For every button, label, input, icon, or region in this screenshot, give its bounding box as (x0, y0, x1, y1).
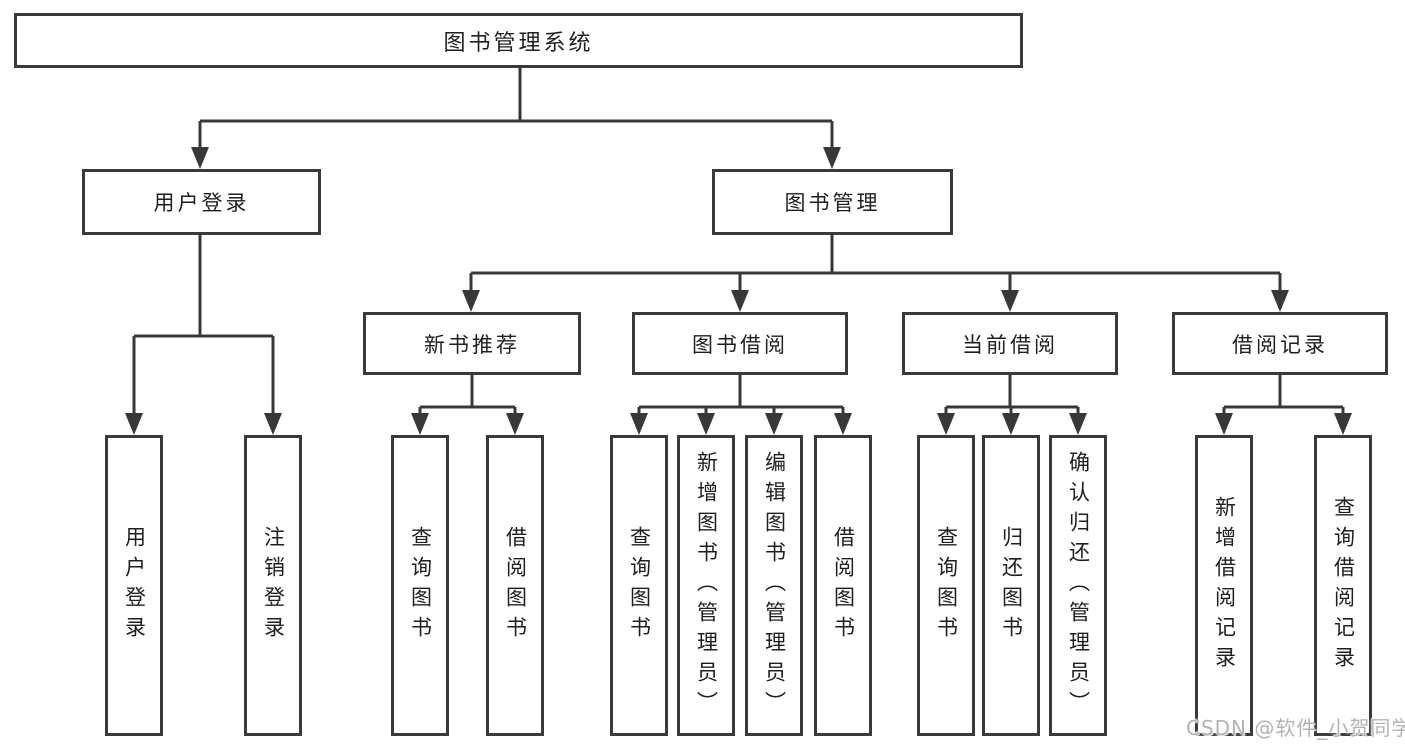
leaf-user-login: 用户登录 (105, 435, 163, 736)
leaf-query-books-borrowing-label: 查询图书 (627, 525, 652, 646)
leaf-query-borrow-record: 查询借阅记录 (1314, 435, 1372, 736)
leaf-add-borrow-record: 新增借阅记录 (1195, 435, 1253, 736)
leaf-add-books-admin-label: 新增图书（管理员） (694, 450, 719, 721)
node-library-system: 图书管理系统 (14, 13, 1023, 68)
node-borrowing-records: 借阅记录 (1172, 312, 1388, 375)
node-book-management-label: 图书管理 (784, 191, 881, 215)
leaf-add-books-admin: 新增图书（管理员） (677, 435, 735, 736)
leaf-edit-books-admin-label: 编辑图书（管理员） (762, 450, 787, 721)
leaf-logout: 注销登录 (244, 435, 302, 736)
leaf-borrow-books-borrowing-label: 借阅图书 (831, 525, 856, 646)
leaf-return-books-label: 归还图书 (999, 525, 1024, 646)
leaf-borrow-books-recommend-label: 借阅图书 (503, 525, 528, 646)
leaf-query-books-recommend: 查询图书 (391, 435, 449, 736)
leaf-logout-label: 注销登录 (261, 525, 286, 646)
leaf-edit-books-admin: 编辑图书（管理员） (745, 435, 803, 736)
leaf-query-borrow-record-label: 查询借阅记录 (1331, 495, 1356, 676)
leaf-add-borrow-record-label: 新增借阅记录 (1212, 495, 1237, 676)
node-new-book-recommend-label: 新书推荐 (424, 332, 520, 357)
node-user-login-label: 用户登录 (153, 191, 250, 215)
node-user-login: 用户登录 (82, 169, 321, 235)
leaf-borrow-books-borrowing: 借阅图书 (814, 435, 872, 736)
leaf-user-login-label: 用户登录 (122, 525, 147, 646)
node-book-borrowing-label: 图书借阅 (692, 332, 788, 357)
leaf-query-books-borrowing: 查询图书 (610, 435, 668, 736)
node-book-management: 图书管理 (712, 169, 953, 235)
node-current-borrowing: 当前借阅 (902, 312, 1118, 375)
leaf-query-books-recommend-label: 查询图书 (408, 525, 433, 646)
leaf-borrow-books-recommend: 借阅图书 (486, 435, 544, 736)
node-library-system-label: 图书管理系统 (443, 30, 594, 56)
node-borrowing-records-label: 借阅记录 (1232, 332, 1328, 357)
csdn-watermark: CSDN @软件_小贺同学 (1186, 716, 1405, 740)
leaf-confirm-return-admin-label: 确认归还（管理员） (1066, 450, 1091, 721)
leaf-query-books-current-label: 查询图书 (934, 525, 959, 646)
leaf-query-books-current: 查询图书 (917, 435, 975, 736)
leaf-return-books: 归还图书 (982, 435, 1040, 736)
node-book-borrowing: 图书借阅 (632, 312, 848, 375)
node-current-borrowing-label: 当前借阅 (962, 332, 1058, 357)
node-new-book-recommend: 新书推荐 (363, 312, 581, 375)
leaf-confirm-return-admin: 确认归还（管理员） (1049, 435, 1107, 736)
